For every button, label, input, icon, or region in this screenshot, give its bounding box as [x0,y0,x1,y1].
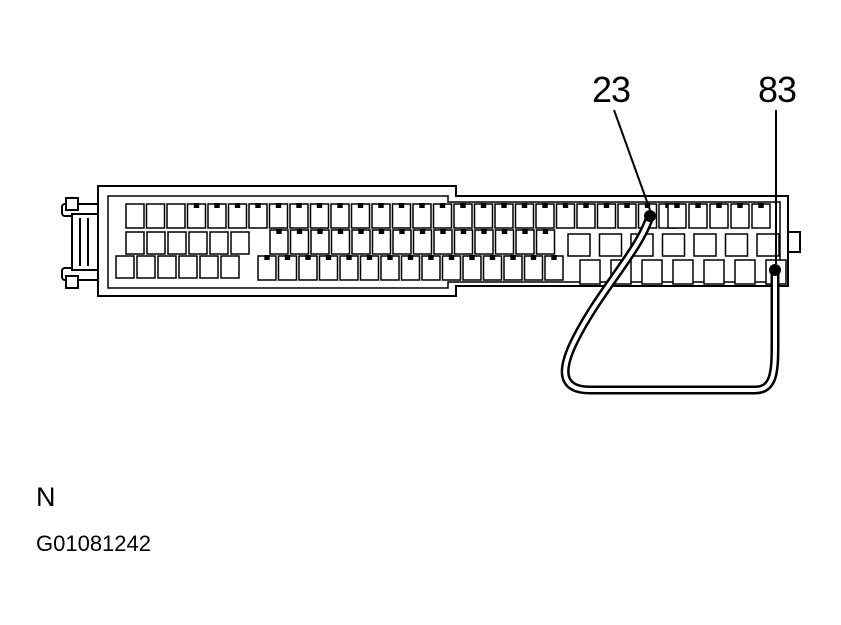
pin-cavity-key [337,203,343,208]
pin-cavity [598,233,623,257]
pin-cavity-key [407,255,414,260]
pin-cavities [115,203,787,285]
pin-cavity [199,255,219,279]
pin-cavity-key [530,255,537,260]
pin-cavity-key [296,203,302,208]
pin-cavity-key [460,229,467,234]
pin-cavity-key [255,203,261,208]
pin-cavity-key [428,255,434,260]
pin-cavity-key [264,255,270,260]
pin-cavity-key [551,255,557,260]
pin-23-probe-dot [644,210,656,222]
pin-cavity [756,233,780,257]
pin-cavity-key [275,203,282,208]
pin-cavity [166,203,186,229]
pin-cavity-key [387,255,393,260]
pin-cavity-key [399,229,405,234]
pin-83-probe-dot [769,264,781,276]
pin-cavity-key [316,203,323,208]
jumper-wire-core [563,214,777,392]
pin-cavity [579,259,601,285]
pin-cavity-key [501,203,507,208]
pin-cavity-key [419,203,425,208]
pin-cavity-key [501,229,508,234]
pin-cavity-key [480,203,487,208]
pin-cavity-key [695,203,701,208]
pin-cavity [220,255,240,279]
pin-cavity-key [419,229,426,234]
pin-cavity [641,259,663,285]
pin-cavity-key [521,203,528,208]
pin-cavity [178,255,198,279]
pin-cavity-key [358,229,364,234]
pin-cavity-key [674,203,680,208]
pin-cavity [734,259,756,285]
pin-cavity [724,233,749,257]
pin-cavity-key [276,229,282,234]
pin-cavity-key [448,255,455,260]
pin-83-label: 83 [758,69,797,110]
pin-cavity [136,255,156,279]
pin-cavity-key [439,203,446,208]
pin-cavity-key [378,203,384,208]
pin-cavity [188,231,208,255]
pin-cavity-key [542,229,549,234]
figure-code: G01081242 [36,531,151,556]
pin-cavity [145,203,166,229]
pin-cavity [125,203,145,229]
pin-cavity-key [510,255,516,260]
pin-cavity-key [603,203,610,208]
pin-cavity-key [522,229,528,234]
pin-cavity [567,233,591,257]
pin-23-leader-line [613,109,651,211]
pin-cavity [157,255,177,279]
pin-cavity [167,231,187,255]
pin-cavity-key [296,229,303,234]
pin-cavity [209,231,229,255]
pin-cavity-key [624,203,630,208]
pin-cavity-key [193,203,200,208]
connector-right-tab [787,231,801,253]
pin-cavity-key [469,255,475,260]
pin-23-label: 23 [592,69,631,110]
pin-cavity-key [398,203,405,208]
pin-cavity-key [440,229,446,234]
pin-cavity-key [583,203,589,208]
pin-cavity-key [737,203,743,208]
pin-cavity-key [357,203,364,208]
pin-cavity-key [460,203,466,208]
pin-cavity-key [214,203,220,208]
pin-cavity-key [346,255,352,260]
pin-cavity [115,255,135,279]
pin-cavity [672,259,694,285]
pin-cavity-key [317,229,323,234]
pin-cavity [661,233,686,257]
view-letter: N [36,482,56,512]
pin-cavity [146,231,166,255]
pin-cavity-key [366,255,373,260]
pin-cavity-key [542,203,548,208]
pin-cavity-key [716,203,722,208]
pin-cavity [230,231,250,255]
pin-cavity-key [305,255,311,260]
pin-cavity-key [758,203,764,208]
pin-cavity [703,259,725,285]
pin-cavity-key [562,203,569,208]
connector-left-clips [61,197,103,289]
pin-cavity-key [234,203,241,208]
pin-cavity-key [284,255,291,260]
pin-cavity [693,233,717,257]
pin-cavity [125,231,145,255]
pin-cavity-key [489,255,496,260]
pin-cavity-key [337,229,344,234]
pin-cavity-key [378,229,385,234]
pin-cavity-key [481,229,487,234]
pin-cavity-key [325,255,332,260]
